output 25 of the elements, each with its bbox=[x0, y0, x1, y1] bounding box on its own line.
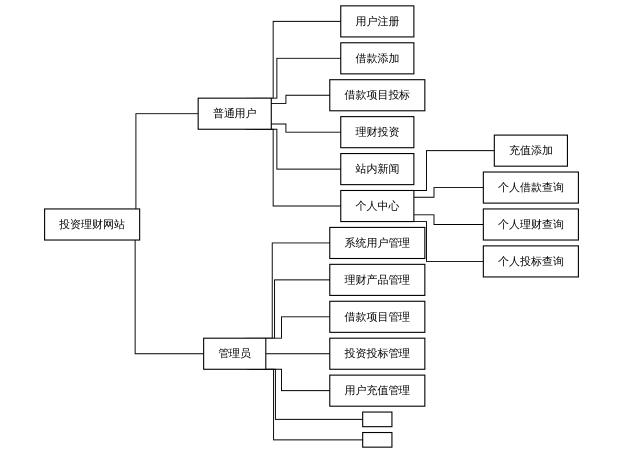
node-box: 借款项目管理 bbox=[329, 300, 426, 333]
node-box: 管理员 bbox=[203, 338, 266, 370]
node-box bbox=[362, 412, 392, 428]
node-box: 用户注册 bbox=[340, 5, 414, 38]
connector bbox=[413, 214, 484, 225]
node-box: 投资投标管理 bbox=[329, 338, 426, 370]
node-box: 个人理财查询 bbox=[482, 208, 579, 241]
node-box: 站内新闻 bbox=[340, 153, 414, 186]
node-box: 个人中心 bbox=[340, 190, 414, 222]
connector bbox=[265, 353, 330, 354]
connector bbox=[413, 187, 484, 198]
node-box: 个人借款查询 bbox=[482, 171, 579, 204]
node-box: 系统用户管理 bbox=[329, 226, 426, 260]
node-box: 充值添加 bbox=[494, 134, 568, 167]
connector bbox=[270, 124, 342, 133]
node-box: 个人投标查询 bbox=[482, 245, 579, 278]
node-box: 用户充值管理 bbox=[329, 374, 426, 407]
node-box: 投资理财网站 bbox=[44, 208, 140, 241]
node-box: 借款项目投标 bbox=[329, 79, 426, 112]
node-box bbox=[362, 432, 392, 448]
node-box: 理财产品管理 bbox=[329, 264, 426, 296]
connector bbox=[270, 94, 330, 104]
node-box: 普通用户 bbox=[198, 98, 272, 130]
node-box: 理财投资 bbox=[340, 116, 414, 148]
node-box: 借款添加 bbox=[340, 42, 414, 74]
